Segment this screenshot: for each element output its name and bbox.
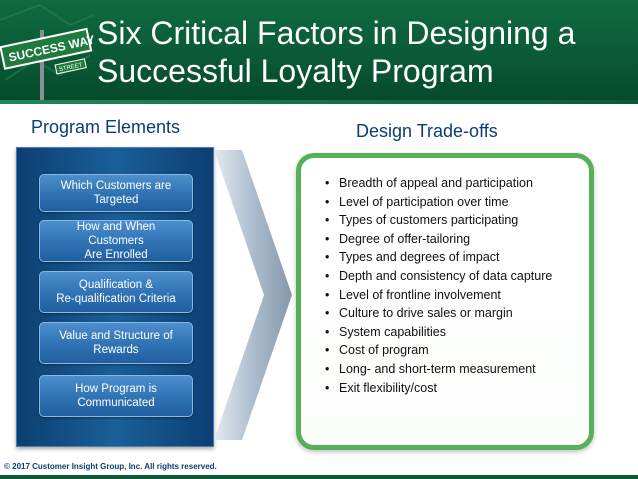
element-line: Which Customers are bbox=[57, 179, 176, 193]
element-box-qualification: Qualification &Re-qualification Criteria bbox=[39, 271, 193, 313]
list-item-text: Types of customers participating bbox=[339, 213, 518, 227]
list-item-text: Degree of offer-tailoring bbox=[339, 232, 470, 246]
list-item: •Depth and consistency of data capture bbox=[325, 267, 581, 286]
list-item-text: Types and degrees of impact bbox=[339, 250, 500, 264]
list-item: •Types of customers participating bbox=[325, 211, 581, 230]
chevron-right-icon bbox=[214, 150, 292, 440]
element-line: Rewards bbox=[55, 343, 177, 357]
street-sign-icon: SUCCESS WAY STREET bbox=[0, 0, 94, 100]
list-item: •Cost of program bbox=[325, 341, 581, 360]
list-item-text: Depth and consistency of data capture bbox=[339, 269, 552, 283]
list-item: •Degree of offer-tailoring bbox=[325, 230, 581, 249]
list-item-text: Culture to drive sales or margin bbox=[339, 306, 513, 320]
page-title: Six Critical Factors in Designing a Succ… bbox=[97, 14, 627, 90]
list-item-text: Exit flexibility/cost bbox=[339, 381, 437, 395]
element-line: How Program is bbox=[71, 382, 161, 396]
header-divider bbox=[0, 100, 638, 104]
element-line: Are Enrolled bbox=[44, 248, 188, 262]
list-item: •Long- and short-term measurement bbox=[325, 360, 581, 379]
list-item-text: Level of frontline involvement bbox=[339, 288, 501, 302]
program-elements-heading: Program Elements bbox=[31, 117, 180, 138]
list-item: •System capabilities bbox=[325, 323, 581, 342]
list-item: •Level of frontline involvement bbox=[325, 286, 581, 305]
tradeoff-list: •Breadth of appeal and participation •Le… bbox=[325, 174, 581, 397]
list-item-text: Long- and short-term measurement bbox=[339, 362, 536, 376]
element-line: Targeted bbox=[57, 193, 176, 207]
element-line: Re-qualification Criteria bbox=[52, 292, 180, 306]
title-line-2: Successful Loyalty Program bbox=[97, 52, 627, 90]
list-item-text: System capabilities bbox=[339, 325, 446, 339]
element-line: Value and Structure of bbox=[55, 329, 177, 343]
copyright-text: © 2017 Customer Insight Group, Inc. All … bbox=[4, 462, 217, 471]
list-item: •Level of participation over time bbox=[325, 193, 581, 212]
list-item-text: Level of participation over time bbox=[339, 195, 509, 209]
list-item-text: Breadth of appeal and participation bbox=[339, 176, 533, 190]
list-item: •Exit flexibility/cost bbox=[325, 379, 581, 398]
element-line: Communicated bbox=[71, 396, 161, 410]
list-item: •Types and degrees of impact bbox=[325, 248, 581, 267]
footer-divider bbox=[0, 475, 638, 479]
list-item-text: Cost of program bbox=[339, 343, 429, 357]
list-item: •Culture to drive sales or margin bbox=[325, 304, 581, 323]
element-line: Qualification & bbox=[52, 278, 180, 292]
title-line-1: Six Critical Factors in Designing a bbox=[97, 14, 627, 52]
design-tradeoffs-panel: •Breadth of appeal and participation •Le… bbox=[296, 153, 594, 450]
list-item: •Breadth of appeal and participation bbox=[325, 174, 581, 193]
element-line: How and When Customers bbox=[44, 220, 188, 248]
design-tradeoffs-heading: Design Trade-offs bbox=[356, 121, 498, 142]
